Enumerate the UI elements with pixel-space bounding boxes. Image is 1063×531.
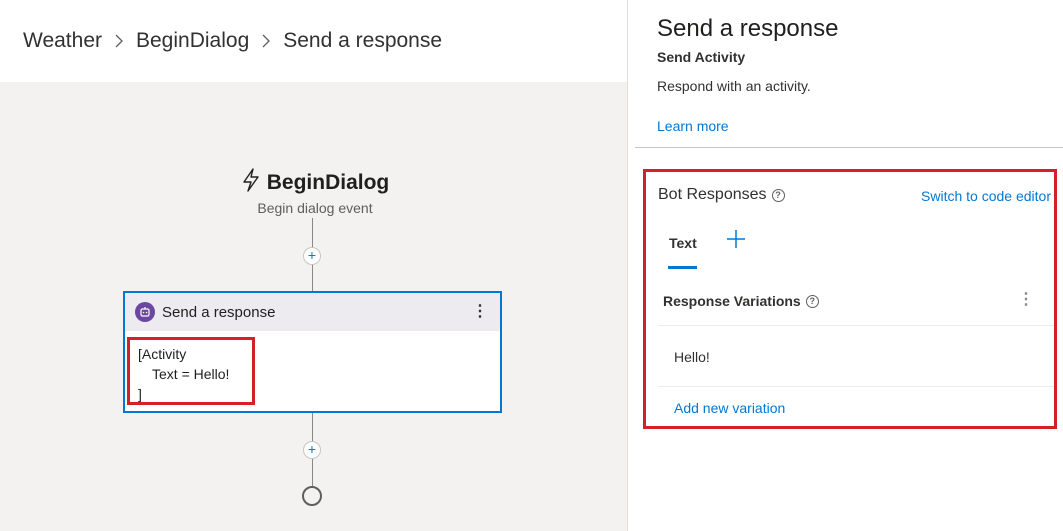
chevron-right-icon [114, 34, 124, 48]
info-icon[interactable]: ? [771, 188, 785, 202]
info-icon[interactable]: ? [805, 294, 819, 308]
activity-line: Text = Hello! [152, 366, 230, 382]
add-new-variation-link[interactable]: Add new variation [674, 400, 786, 416]
tab-text[interactable]: Text [669, 235, 697, 251]
authoring-canvas-pane: Weather BeginDialog Send a response Begi… [0, 0, 627, 531]
trigger-node[interactable]: BeginDialog Begin dialog event [200, 168, 430, 216]
more-options-icon[interactable]: ⋮ [472, 303, 488, 320]
lightning-icon [241, 168, 261, 198]
add-step-button[interactable]: + [303, 247, 321, 265]
panel-description: Respond with an activity. [657, 78, 811, 94]
active-tab-indicator [668, 266, 697, 269]
send-response-node[interactable]: Send a response ⋮ [Activity Text = Hello… [123, 291, 502, 413]
response-variations-heading: Response Variations ? [663, 293, 819, 309]
breadcrumb-item-begindialog[interactable]: BeginDialog [136, 29, 250, 52]
bot-icon [135, 302, 155, 322]
more-options-icon[interactable]: ⋮ [1018, 291, 1034, 308]
node-activity-preview: [Activity Text = Hello! ] [127, 337, 255, 405]
breadcrumb: Weather BeginDialog Send a response [0, 0, 627, 82]
breadcrumb-item-weather[interactable]: Weather [23, 29, 102, 52]
breadcrumb-item-send-response[interactable]: Send a response [283, 29, 443, 52]
divider [658, 325, 1054, 326]
trigger-title: BeginDialog [266, 171, 390, 194]
bot-responses-section: Bot Responses ? Switch to code editor Te… [643, 169, 1057, 429]
response-variations-label: Response Variations [663, 293, 801, 309]
properties-panel: Send a response Send Activity Respond wi… [627, 0, 1063, 531]
switch-to-code-editor-link[interactable]: Switch to code editor [921, 188, 1051, 204]
bot-responses-label: Bot Responses [658, 186, 767, 203]
learn-more-link[interactable]: Learn more [657, 118, 729, 134]
chevron-right-icon [261, 34, 271, 48]
activity-line: [Activity [138, 346, 187, 362]
node-header: Send a response ⋮ [125, 293, 500, 331]
add-tab-icon[interactable] [726, 229, 746, 254]
panel-subtitle: Send Activity [657, 49, 746, 65]
trigger-subtitle: Begin dialog event [257, 200, 373, 216]
bot-responses-heading: Bot Responses ? [658, 186, 785, 204]
divider [635, 147, 1063, 148]
divider [658, 386, 1054, 387]
response-variation-item[interactable]: Hello! [674, 349, 710, 365]
node-title: Send a response [162, 303, 276, 321]
add-step-button[interactable]: + [303, 441, 321, 459]
activity-line: ] [138, 386, 142, 402]
panel-title: Send a response [657, 15, 839, 42]
end-node-icon [302, 486, 322, 506]
